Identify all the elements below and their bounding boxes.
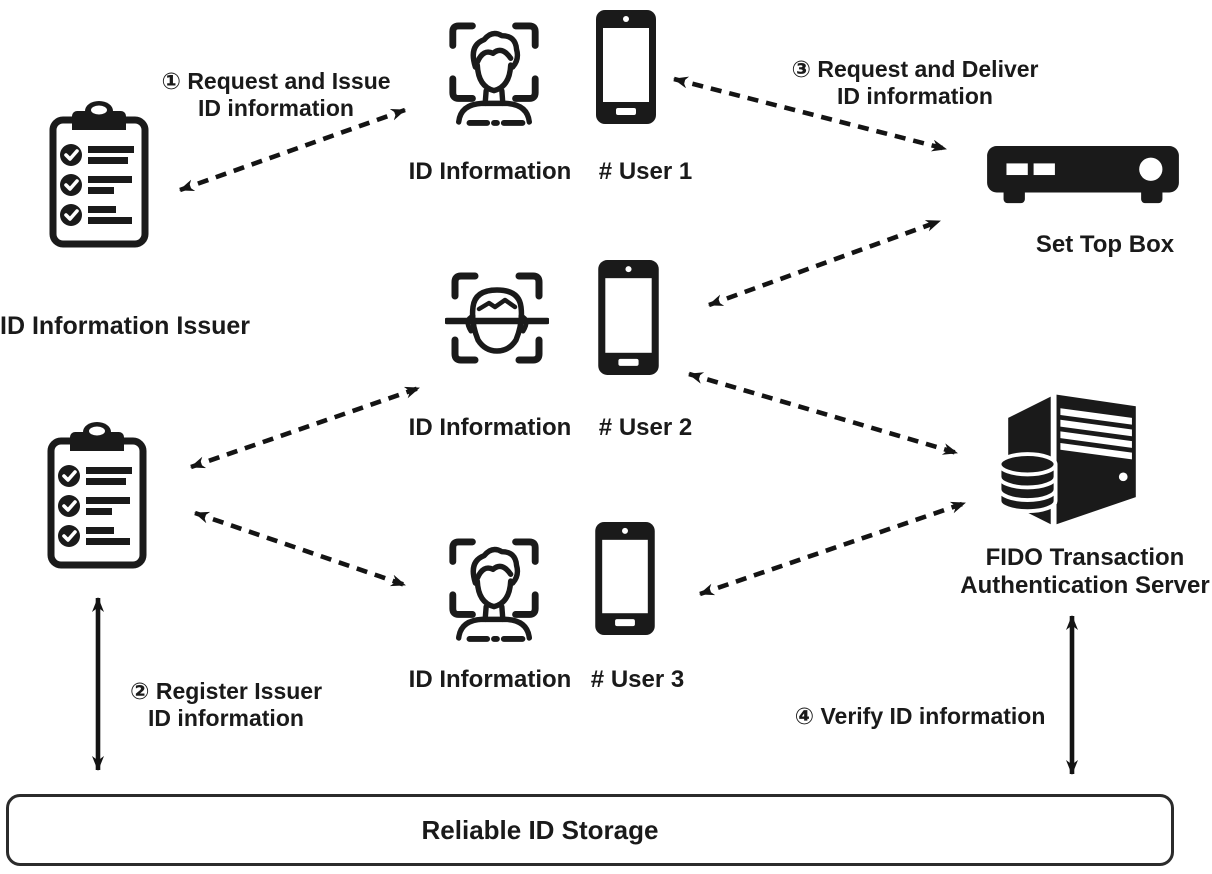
reliable-id-storage-label: Reliable ID Storage: [421, 814, 659, 845]
step2-label: ② Register Issuer ID information: [129, 678, 323, 731]
smartphone-icon: [595, 258, 662, 379]
issuer-label: ID Information Issuer: [0, 312, 251, 340]
user1-id-information-label: ID Information: [408, 158, 572, 185]
reliable-id-storage-box: Reliable ID Storage: [6, 794, 1174, 866]
face-scan-line-icon: [445, 266, 549, 370]
server-database-icon: [993, 385, 1151, 530]
smartphone-icon: [593, 8, 659, 128]
smartphone-icon: [592, 520, 658, 639]
user2-label: # User 2: [598, 414, 693, 441]
set-top-box-label: Set Top Box: [1035, 231, 1175, 258]
user3-id-information-label: ID Information: [408, 666, 572, 693]
arrow-phone3-fido-server: [699, 500, 966, 597]
face-scan-icon: [443, 16, 545, 126]
arrow-phone1-settopbox: [673, 76, 947, 152]
user1-label: # User 1: [598, 158, 693, 185]
arrow-phone2-settopbox: [708, 218, 941, 308]
arrow-issuer-user3: [194, 510, 406, 588]
fido-server-label: FIDO Transaction Authentication Server: [960, 544, 1210, 600]
step1-label: ① Request and Issue ID information: [161, 68, 391, 121]
user2-id-information-label: ID Information: [408, 414, 572, 441]
arrow-issuer-user2: [190, 385, 420, 470]
arrow-phone2-fido-server: [688, 371, 958, 456]
arrow-issuer-user1: [179, 107, 406, 193]
set-top-box-icon: [985, 145, 1181, 207]
step3-label: ③ Request and Deliver ID information: [791, 56, 1039, 109]
user3-label: # User 3: [590, 666, 685, 693]
face-scan-icon: [443, 532, 545, 642]
clipboard-icon: [45, 420, 149, 570]
clipboard-icon: [47, 99, 151, 249]
step4-label: ④ Verify ID information: [794, 703, 1046, 729]
